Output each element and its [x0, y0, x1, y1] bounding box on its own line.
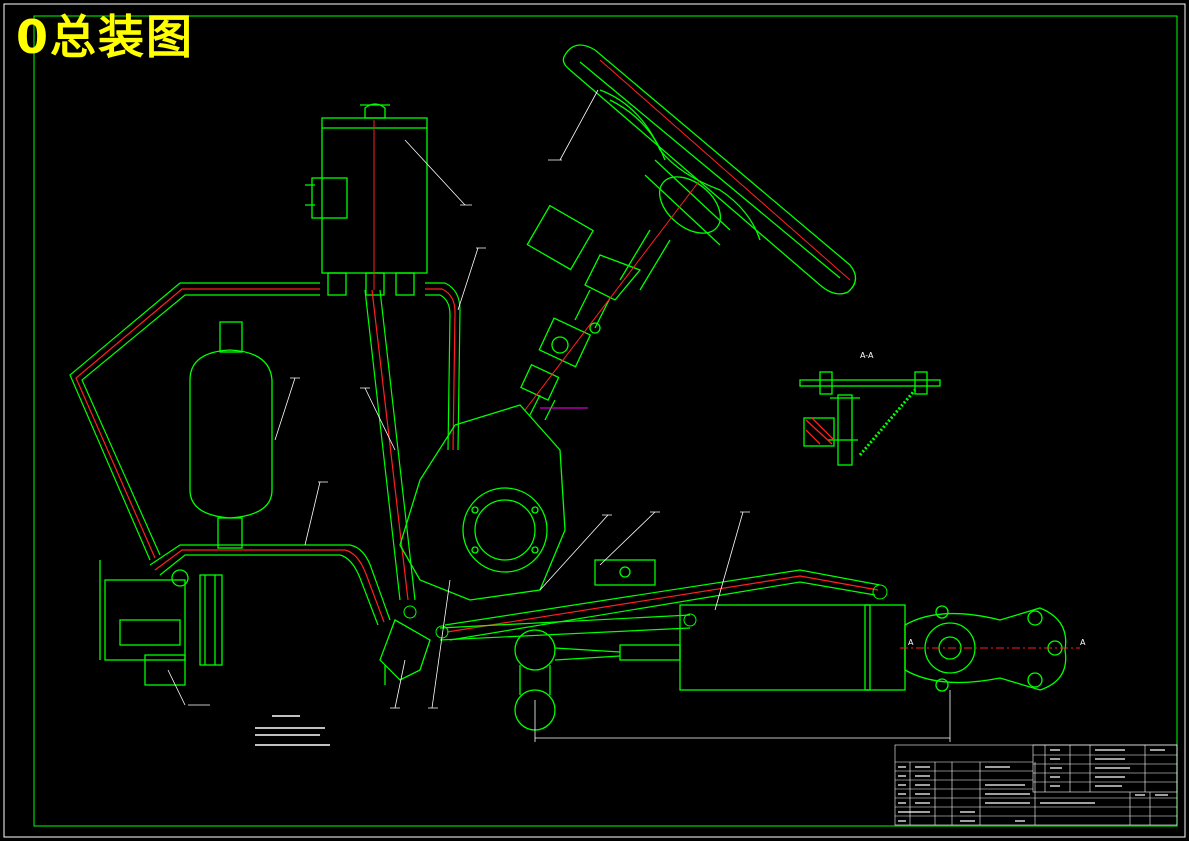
power-cylinder — [514, 604, 906, 731]
accumulator — [189, 321, 273, 549]
inner-border — [33, 15, 1178, 827]
oil-reservoir — [305, 103, 428, 296]
section-marker-right: A — [1080, 638, 1086, 647]
title-block-fill — [898, 749, 1168, 822]
leader-lines — [167, 89, 744, 709]
technical-notes — [255, 715, 330, 746]
pitman-arm — [379, 619, 431, 685]
title-block — [894, 744, 1178, 826]
power-steering-pump — [99, 560, 223, 686]
section-label: A-A — [860, 351, 874, 360]
dimension-line — [534, 690, 951, 742]
steering-wheel — [562, 44, 857, 295]
column-center-line — [524, 59, 851, 411]
leader-tags — [188, 159, 750, 709]
outer-border — [3, 3, 1186, 838]
section-detail — [799, 371, 941, 466]
section-marker-left: A — [908, 638, 914, 647]
steering-column — [520, 204, 671, 421]
steering-gear-box — [399, 404, 656, 601]
linkage-rods — [403, 569, 888, 641]
hydraulic-pipes — [69, 282, 461, 626]
drawing-title: 0总装图 — [16, 10, 195, 64]
